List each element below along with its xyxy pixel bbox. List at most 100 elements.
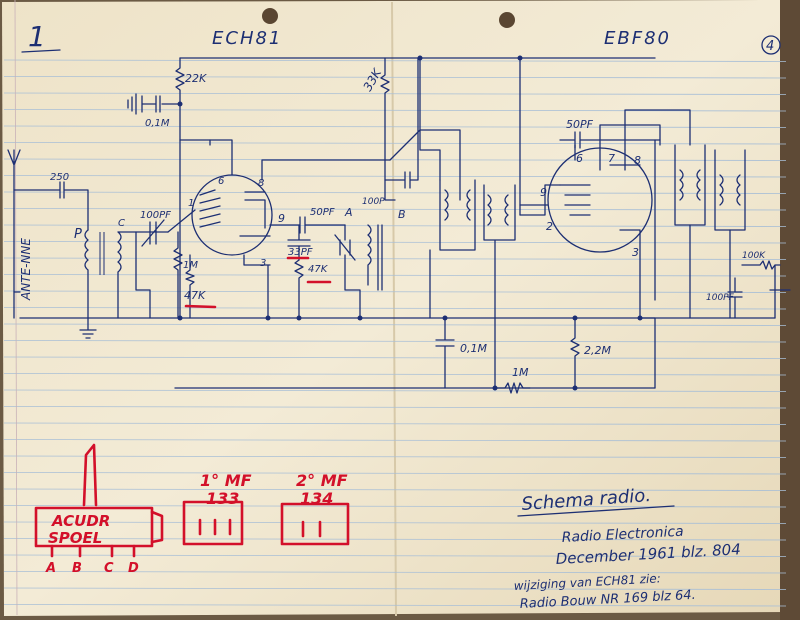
ruled-line [3,158,787,161]
page-number-right: 4 [766,39,774,54]
ruled-line [3,241,787,244]
ech81-pin-1: 1 [188,198,194,209]
ground-symbol-left [79,317,97,339]
coil-p-label: P [74,227,82,242]
cap-50pf-right-label: 50PF [566,118,594,131]
res-22k [175,57,185,319]
ruled-line [3,587,787,590]
ebf80-pin-2: 2 [546,220,553,233]
cap-01m-bottom-label: 0,1M [460,342,487,355]
res-33k [380,57,396,201]
ruled-line [3,571,787,574]
osc-pin-b: B [72,561,82,576]
if2-box [280,502,350,546]
ruled-line [3,191,787,194]
ruled-line [3,373,787,376]
if2-title: 2° MF [296,471,348,490]
osc-coil-box [34,506,154,548]
ruled-line [3,208,787,211]
if1-number: 133 [206,489,239,508]
if1-box [182,500,244,546]
if1-title: 1° MF [200,471,252,490]
punch-hole-left [262,8,278,24]
osc-coil-label-2: SPOEL [48,529,102,547]
ech81-pin-3: 3 [260,258,266,269]
res-22m-bottom-label: 2,2M [584,344,611,357]
ruled-line [3,488,787,491]
cap-33pf [287,224,311,261]
ruled-line [3,521,787,524]
page-number-right-circle [761,35,781,55]
osc-coil-shaft [82,443,98,507]
res-1m-bottom-label: 1M [512,366,529,379]
res-22k-label: 22K [185,72,207,85]
coil-a-label: A [344,206,353,219]
res-47k-cathode [185,254,195,319]
res-47k-label: 47K [184,289,206,302]
coil-c-label: C [118,218,125,229]
coil-b [367,224,383,291]
page-number-underline [21,49,61,53]
res-47k-mid [294,259,304,319]
ruled-line [3,92,787,95]
circuit: 1 4 ECH81 EBF80 ANTE-NNE 250 P C 100PF 2… [7,20,791,394]
ech81-pin-6: 6 [218,176,224,187]
signature-line-1: Radio Electronica [561,524,684,546]
cap-50pf-mid-label: 50PF [310,207,335,218]
cap-50pf-mid [269,216,346,234]
ruled-line [3,356,787,359]
ruled-line [3,125,787,128]
ruled-line [3,290,787,293]
junction-dots [177,55,643,391]
margin-line [14,0,18,616]
ruled-line [3,439,787,442]
ruled-line [3,224,787,227]
ruled-line [3,257,787,260]
punch-hole-right [499,12,515,28]
osc-pin-d: D [128,561,139,576]
antenna-cap-250 [13,181,89,231]
coil-p [84,229,89,319]
fold-line [391,1,397,617]
cap-01m-label: 0,1M [145,118,170,129]
if-transformer-1 [429,179,476,319]
if-transformer-2 [483,184,516,389]
cap-01m-top [141,95,181,113]
ruled-line [3,422,787,425]
ruled-line [3,274,787,277]
cap-01m-bottom [435,317,455,389]
ruled-line [3,76,787,79]
coil-a [334,224,361,319]
antenna-label: ANTE-NNE [19,238,33,301]
cap-100pf-right [727,277,743,319]
res-100k-right-label: 100K [742,251,766,261]
trimmer-label: 100PF [140,210,171,221]
cap-33pf-label: 33PF [288,247,313,258]
ech81-pin-8: 8 [258,178,264,189]
ebf80-pin-6: 6 [576,152,583,165]
tube-ech81-grids [199,189,271,237]
ruled-line [3,142,787,145]
tube-ech81-label: ECH81 [212,28,282,49]
res-100k-right [741,260,791,319]
osc-pin-a: A [45,561,56,576]
page-number: 1 [28,20,46,53]
ruled-line [3,389,787,392]
ebf80-pin-7: 7 [608,152,615,165]
res-1m-label: 1M [183,260,198,271]
tube-ebf80-internals [559,144,641,319]
ruled-line [3,307,787,310]
ruled-line [3,406,787,409]
ruled-line [3,538,787,541]
ruled-line [3,175,787,178]
ech81-pin-9: 9 [278,212,285,225]
ruled-lines [3,59,787,607]
res-22m-bottom [570,317,580,389]
coil-b-label: B [398,208,406,221]
red-annotations: ACUDR SPOEL A B C D 1° MF 133 2° MF 134 [34,256,350,576]
ruled-line [3,472,787,475]
ruled-line [3,323,787,326]
tube-ebf80-label: EBF80 [604,28,671,49]
cap-250-label: 250 [50,172,69,183]
